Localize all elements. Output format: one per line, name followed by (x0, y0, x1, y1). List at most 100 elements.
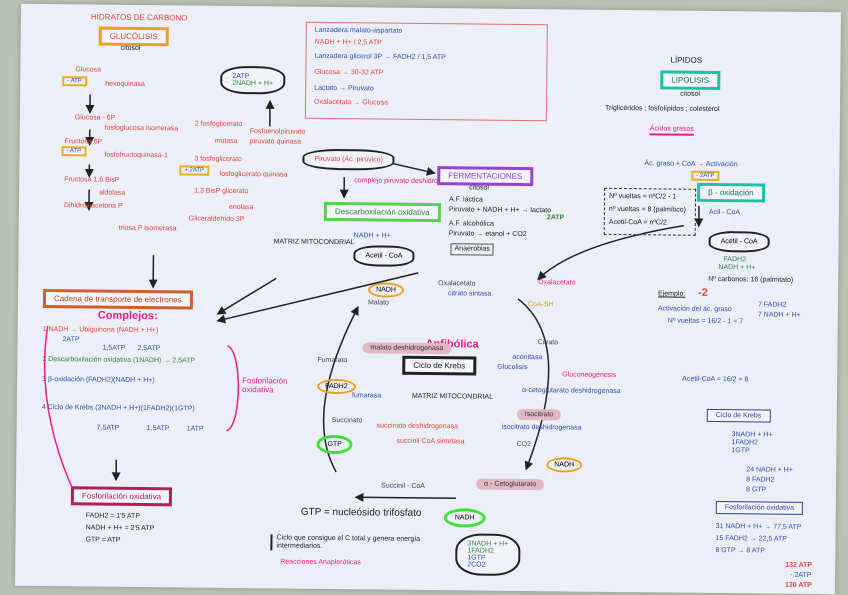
krebs-enzyme: citrato sintasa (448, 290, 492, 298)
nadh-ring: NADH (368, 282, 405, 298)
yield: 2CO2 (467, 561, 486, 569)
ferment-line: Piruvato + NADH + H+ → lactato (448, 206, 552, 215)
enzyme: mutasa (214, 137, 238, 145)
metabolite: Citrato (537, 339, 559, 347)
example-line: 7 FADH2 (757, 301, 787, 309)
lipolysis-sub: citosol (680, 90, 701, 98)
metabolite: Malato (367, 299, 390, 307)
pyruvate-cloud: Piruvato (Ác. pirúvico) (302, 148, 396, 171)
step: 2 fosfoglicerato (194, 120, 243, 129)
glycolysis-banner: GLUCÓLISIS (98, 26, 169, 47)
study-sheet: HIDRATOS DE CARBONO GLUCÓLISIS citosol G… (14, 3, 842, 595)
matrix-label: MATRIZ MITOCONDRIAL (273, 238, 355, 247)
krebs-enzyme: succinil CoA sintetasa (396, 437, 465, 446)
oxphos-bracket-label: Fosforilación oxidativa (241, 376, 288, 395)
product: FADH2 (723, 256, 747, 264)
anaerobic-tag: Anaerobias (450, 243, 495, 256)
value: 1ATP (186, 425, 204, 433)
glycolysis-sub: citosol (120, 44, 141, 52)
step: Glucosa - 6P (74, 114, 116, 122)
nadh-label: NADH + H+ (353, 232, 391, 240)
nadh-ring: NADH (443, 508, 486, 528)
activation-line: Ác. graso + CoA → Activación (644, 160, 738, 169)
enzyme: aldolasa (99, 189, 126, 197)
complex-item: 1 NADH → Ubiquinona (NADH + H+) (42, 325, 159, 335)
example-line: Activación del ác. graso (657, 305, 732, 314)
oxphos-line: GTP = ATP (85, 536, 121, 544)
lipid-sources: Triglicéridos ; fosfolípidos ; colestero… (604, 104, 720, 114)
krebs-enzyme: succinato deshidrogenasa (376, 422, 459, 431)
line: Glucosa → 30-32 ATP (314, 68, 384, 77)
acetyl-coa-cloud: Acetil - CoA (353, 245, 415, 267)
ferment-sub: citosol (469, 184, 490, 192)
total-net: 130 ATP (784, 581, 812, 590)
step: 1,3 BisP glicerato (194, 187, 249, 196)
krebs-sub: MATRIZ MITOCONDRIAL (411, 392, 494, 401)
example-minus: -2 (698, 286, 708, 299)
value: 1,5ATP (102, 344, 126, 352)
enzyme: piruvato quinasa (249, 138, 302, 146)
carbs-title: HIDRATOS DE CARBONO (90, 12, 188, 23)
step: 3 fosfoglicerato (194, 155, 242, 164)
krebs-line: 8 FADH2 (746, 476, 775, 484)
total-minus: - 2ATP (790, 571, 812, 580)
krebs-enzyme: aconitasa (512, 353, 543, 362)
metabolite: Isocitrato (516, 408, 562, 421)
enzyme: fosfofructoquinasa-1 (104, 151, 168, 160)
step: Dihidroxiacetona P (63, 202, 123, 210)
metabolite: Oxalacetato (438, 280, 476, 288)
enzyme: fosfoglucosa isomerasa (104, 124, 179, 133)
enzyme: triosa P isomerasa (118, 224, 177, 233)
acetyl-coa-cloud: Acetil - CoA (708, 230, 770, 253)
krebs-enzyme: malato deshidrogenasa (362, 342, 452, 355)
glycolysis-yield-cloud: 2ATP 2NADH + H+ (220, 65, 286, 95)
side-label: Glucolisis (497, 363, 528, 372)
line: Lactato → Piruvato (314, 84, 374, 93)
yield: 2NADH + H+ (232, 79, 274, 88)
acyl-coa-label: Acil - CoA (708, 208, 741, 217)
value: 1,5ATP (146, 425, 170, 433)
oxphos-line: FADH2 = 1'5 ATP (85, 512, 141, 520)
krebs-enzyme: α-cetoglutarato deshidrogenasa (522, 386, 621, 396)
oxphos-banner: Fosforilación oxidativa (70, 486, 173, 507)
gtp-definition: GTP = nucleósido trifosfato (300, 506, 422, 519)
product: NADH + H+ (718, 264, 756, 272)
atp-mark: - ATP (62, 76, 87, 87)
enzyme: fosfoglicerato quinasa (219, 170, 288, 179)
ferment-line: A.F. láctica (449, 196, 483, 204)
example-label: Ejemplo: (658, 290, 686, 298)
ferment-line: Piruvato → etanol + CO2 (448, 230, 527, 239)
ferment-atp: 2ATP (546, 214, 565, 222)
atp-mark: - ATP (61, 146, 87, 157)
krebs-yield-cloud: 3NADH + H+ 1FADH2 1GTP 2CO2 (455, 533, 521, 576)
complex-item: 3 β-oxidación (FADH2)(NADH + H+) (42, 375, 155, 385)
connector-arrows (43, 94, 704, 502)
coa-label: CoA-SH (527, 301, 554, 309)
lipids-title: LÍPIDOS (670, 55, 703, 65)
value: 2,5ATP (137, 344, 161, 353)
krebs-enzyme: fumarasa (351, 392, 382, 400)
anaplerotic-label: Reacciones Anapleróticas (280, 558, 361, 567)
complex-item: 4 Ciclo de Krebs (3NADH + H+)(1FADH2)(1G… (41, 403, 195, 413)
metabolite: Fumarato (317, 356, 348, 365)
total-sum: 132 ATP (785, 561, 813, 570)
activation-atp: - 2ATP (691, 170, 720, 182)
shuttle-box: Lanzadera malato-aspartato NADH + H+ / 2… (304, 21, 548, 122)
example-line: 7 NADH + H+ (757, 311, 801, 319)
krebs-line: 1GTP (731, 447, 750, 455)
example-heading: Nº carbonos: 16 (palmitato) (708, 275, 794, 284)
oxphos-line: NADH + H+ = 2'5 ATP (85, 524, 155, 533)
krebs-banner: Ciclo de Krebs (402, 355, 477, 376)
total-line: 15 FADH2 → 22,5 ATP (715, 535, 788, 543)
example-line: Nº vueltas = 16/2 - 1 = 7 (667, 317, 744, 326)
krebs-note: Ciclo que consigue el C total y genera e… (270, 534, 427, 553)
etc-banner: Cadena de transporte de electrones (42, 288, 193, 310)
total-line: 31 NADH + H+ → 77,5 ATP (715, 523, 802, 531)
fatty-acids-label: Ácidos grasos (649, 125, 694, 136)
step: Fosfoenolpiruvato (249, 128, 306, 136)
atp-mark: + 2ATP (179, 165, 210, 176)
krebs-enzyme: isocitrato deshidrogenasa (501, 423, 582, 432)
decarboxylation-banner: Descarboxilación oxidativa (323, 201, 441, 223)
step: Gliceraldehído 3P (188, 215, 245, 224)
formula-box: Nº vueltas = nºC/2 - 1 nº vueltas = 8 (p… (603, 187, 697, 236)
